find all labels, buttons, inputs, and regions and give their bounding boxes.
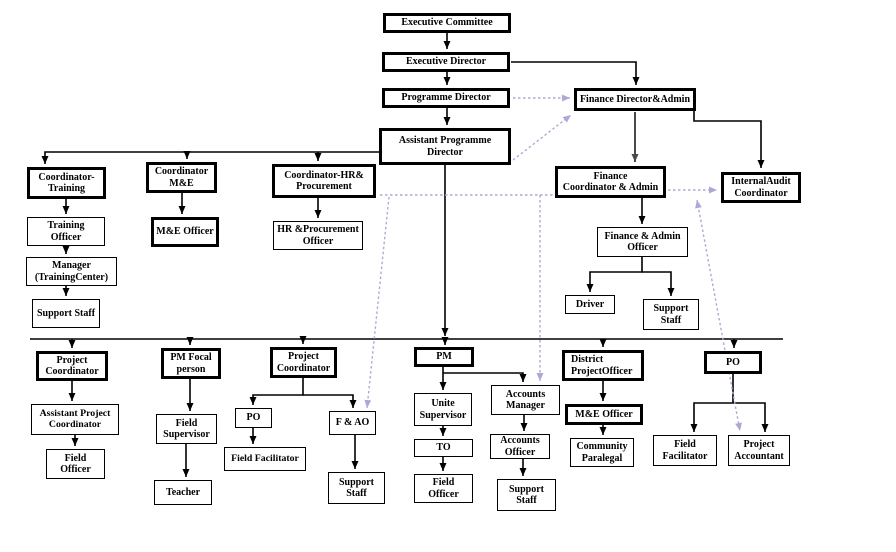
org-node-assistant-project-coordinator: Assistant Project Coordinator	[31, 404, 119, 435]
connector-line	[642, 271, 675, 296]
org-node-support-staff-accounts: Support Staff	[497, 479, 556, 511]
dashed-connector-line	[512, 114, 572, 161]
connector-line	[249, 378, 304, 405]
org-node-f-ao: F & AO	[329, 411, 376, 435]
org-node-executive-director: Executive Director	[382, 52, 510, 72]
org-node-community-paralegal: Community Paralegal	[570, 438, 634, 467]
org-node-project-coordinator-field-2: Project Coordinator	[270, 347, 337, 378]
connector-line	[586, 257, 643, 292]
org-node-finance-admin-officer: Finance & Admin Officer	[597, 227, 688, 257]
org-node-support-staff-fao: Support Staff	[328, 472, 385, 504]
org-node-pm-focal-person: PM Focal person	[161, 348, 221, 379]
org-node-hr-procurement-officer: HR &Procurement Officer	[273, 221, 363, 250]
org-node-district-project-officer: District ProjectOfficer	[562, 350, 644, 381]
org-node-support-staff-training: Support Staff	[32, 299, 100, 328]
org-node-accounts-officer: Accounts Officer	[490, 434, 550, 459]
org-node-finance-coordinator-admin: Finance Coordinator & Admin	[555, 166, 666, 198]
connector-line	[690, 402, 733, 432]
org-node-unite-supervisor: Unite Supervisor	[414, 393, 472, 426]
org-node-pm: PM	[414, 347, 474, 367]
org-node-training-officer: Training Officer	[27, 217, 105, 246]
org-node-to: TO	[414, 439, 473, 457]
org-node-executive-committee: Executive Committee	[383, 13, 511, 33]
org-node-driver: Driver	[565, 295, 615, 314]
org-node-me-officer-district: M&E Officer	[565, 404, 643, 425]
dashed-connector-line	[695, 199, 742, 432]
org-node-field-facilitator-district: Field Facilitator	[653, 435, 717, 466]
org-node-field-facilitator-po: Field Facilitator	[224, 447, 306, 471]
org-node-internal-audit-coordinator: InternalAudit Coordinator	[721, 172, 801, 203]
org-node-manager-training-center: Manager (TrainingCenter)	[26, 257, 117, 286]
org-node-coordinator-training: Coordinator- Training	[27, 167, 106, 199]
org-node-coordinator-hr-procurement: Coordinator-HR& Procurement	[272, 164, 376, 198]
org-node-assistant-programme-director: Assistant Programme Director	[379, 128, 511, 165]
org-node-accounts-manager: Accounts Manager	[491, 385, 560, 415]
org-node-field-officer-pm: Field Officer	[414, 474, 473, 503]
org-node-project-coordinator-field-1: Project Coordinator	[36, 351, 108, 381]
org-node-support-staff-finance-admin: Support Staff	[643, 299, 699, 330]
org-node-po-district: PO	[704, 351, 762, 374]
connector-line	[693, 111, 765, 168]
connector-line	[443, 372, 527, 382]
connector-line	[41, 151, 379, 164]
org-node-project-accountant: Project Accountant	[728, 435, 790, 466]
org-node-coordinator-me: Coordinator M&E	[146, 162, 217, 193]
connector-line	[511, 61, 640, 85]
connector-line	[303, 394, 357, 408]
org-node-po-field: PO	[235, 408, 272, 428]
org-node-teacher: Teacher	[154, 480, 212, 505]
org-node-programme-director: Programme Director	[382, 88, 510, 108]
org-node-field-supervisor: Field Supervisor	[156, 414, 217, 444]
dashed-connector-line	[364, 196, 390, 409]
org-node-field-officer-project: Field Officer	[46, 449, 105, 479]
connector-line	[733, 402, 769, 432]
org-node-finance-director-admin: Finance Director&Admin	[574, 88, 696, 111]
org-node-me-officer: M&E Officer	[151, 217, 219, 247]
